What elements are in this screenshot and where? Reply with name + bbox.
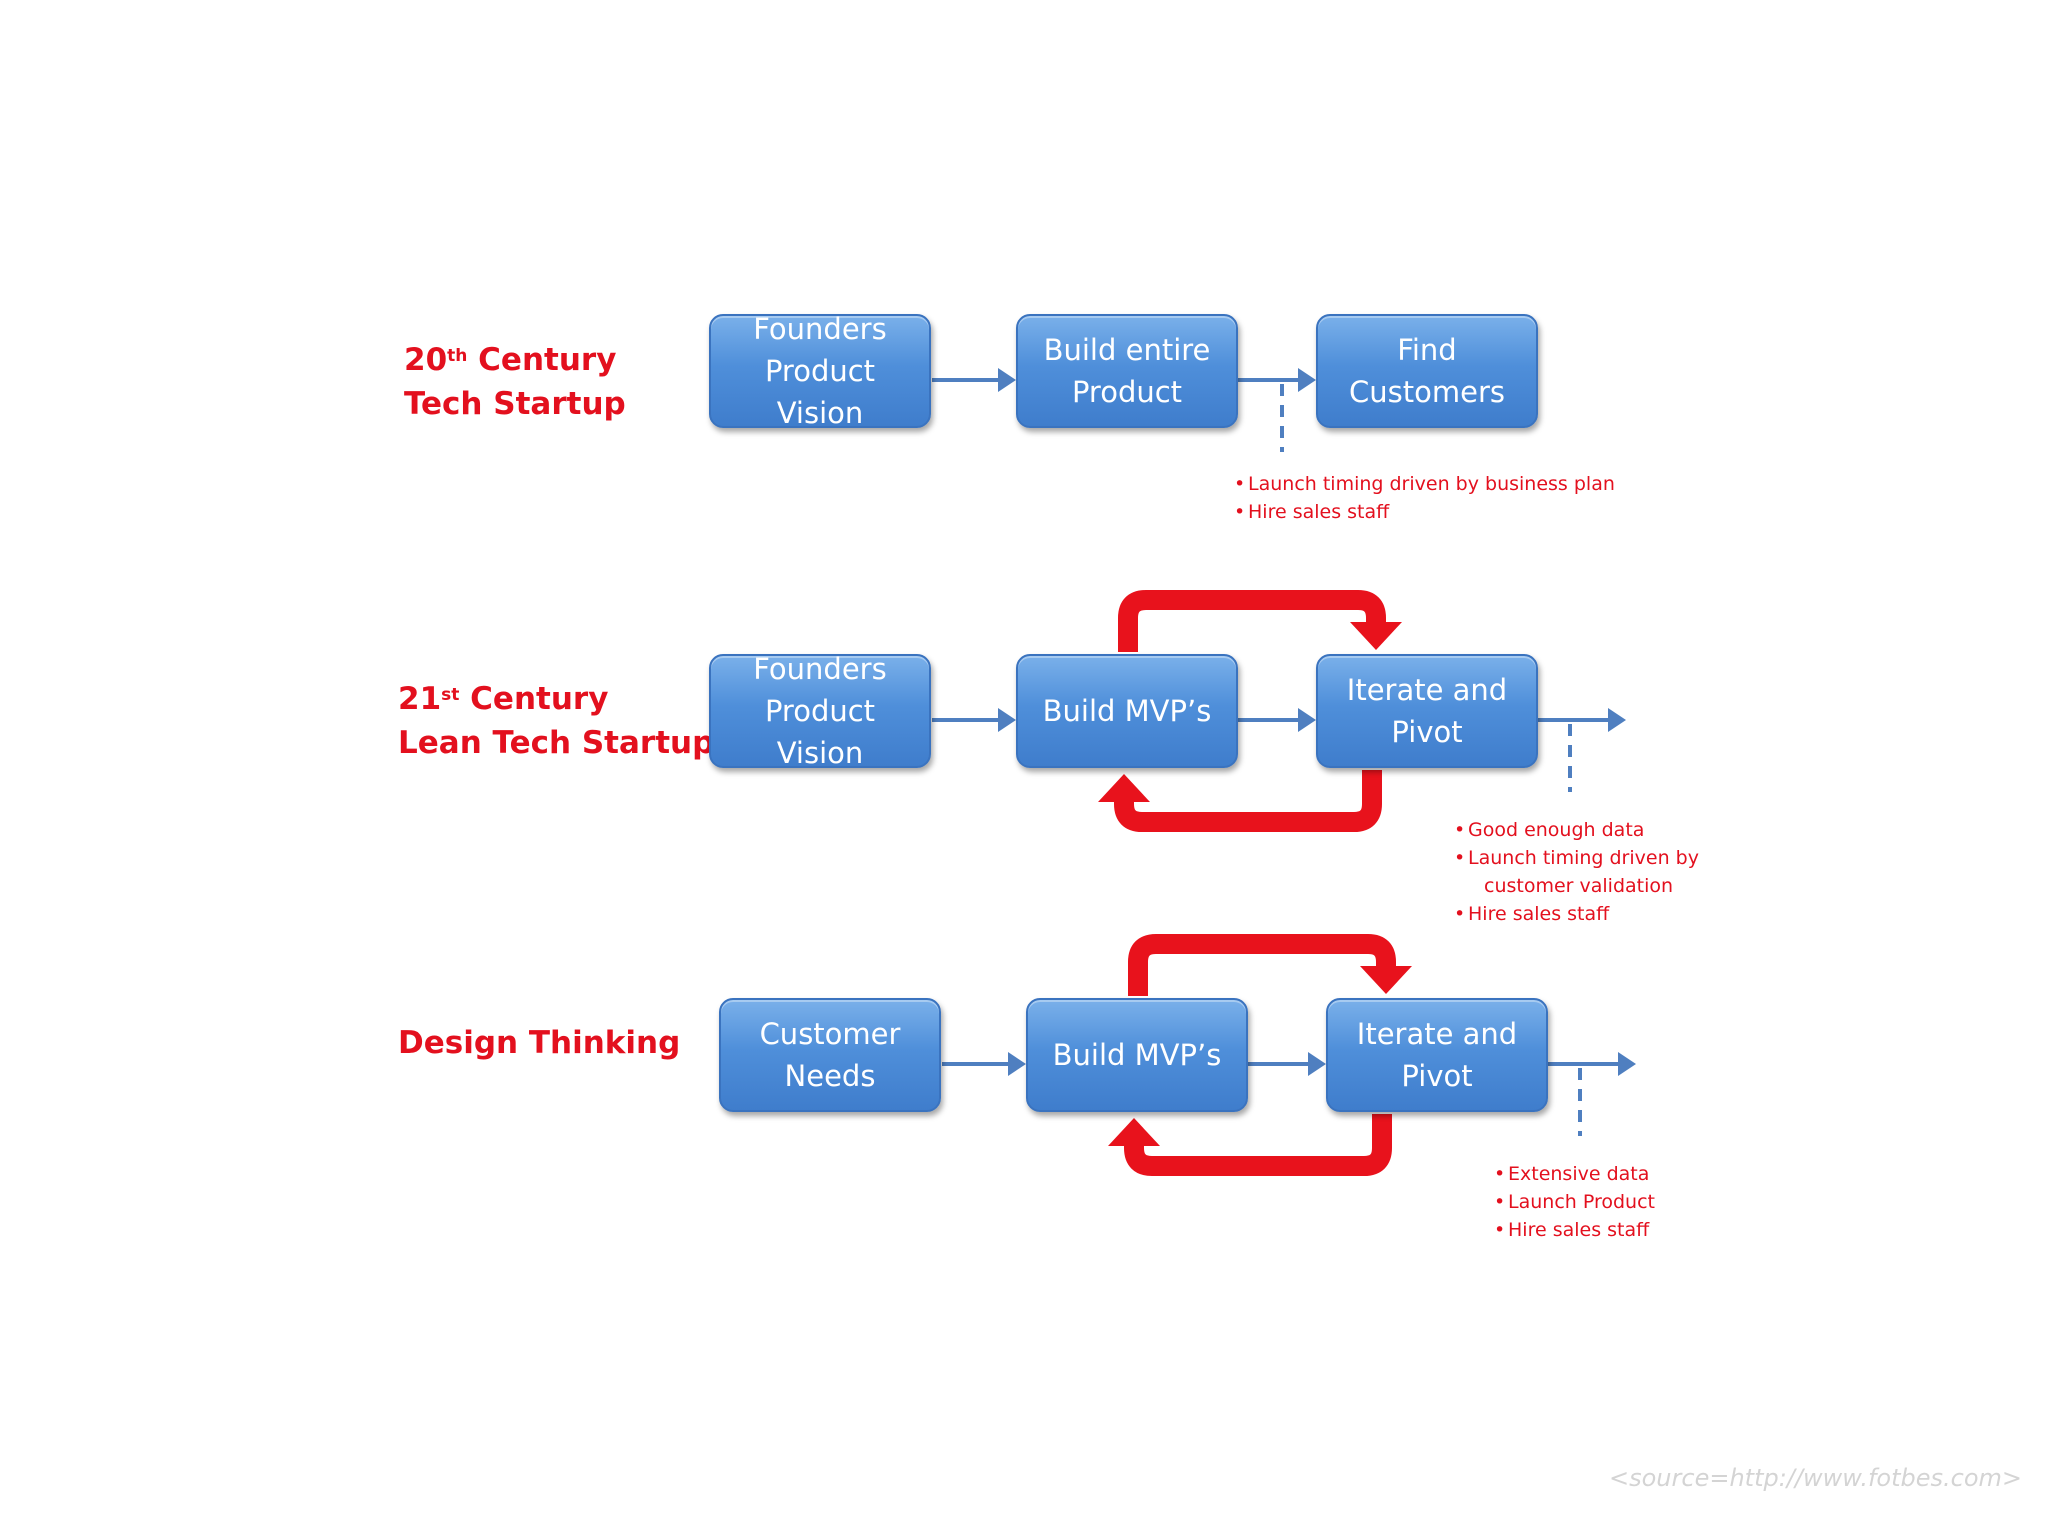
row-label-line: 20 [404, 342, 448, 378]
row-label-line: Design Thinking [398, 1025, 681, 1061]
box-text-line: Founders [753, 654, 887, 686]
loop-r2-top [1118, 590, 1386, 652]
note-item: Launch timing driven by [1454, 844, 1699, 872]
note-item: Launch timing driven by business plan [1234, 470, 1615, 498]
arrow-r3-2-head [1308, 1052, 1326, 1076]
note-item: Launch Product [1494, 1188, 1655, 1216]
box-text-line: Vision [776, 396, 864, 428]
box-customer-needs: Customer Needs [719, 998, 941, 1112]
box-text-line: Vision [776, 736, 864, 768]
arrow-r3-1-head [1008, 1052, 1026, 1076]
box-text-line: Build entire [1043, 333, 1211, 367]
box-iterate-and-pivot: Iterate and Pivot [1316, 654, 1538, 768]
box-founders-product-vision: Founders Product Vision [709, 654, 931, 768]
row-label-line: Century [467, 342, 617, 378]
box-find-customers: Find Customers [1316, 314, 1538, 428]
row-label-line: Tech Startup [404, 386, 626, 422]
loop-r2-bottom-head [1098, 774, 1150, 802]
row-label-line: Lean Tech Startup [398, 725, 715, 761]
row-label-20th-century: 20th Century Tech Startup [404, 338, 626, 426]
notes-20th-century: Launch timing driven by business plan Hi… [1234, 470, 1615, 526]
source-watermark: <source=http://www.fotbes.com> [1609, 1464, 2022, 1492]
box-text-line: Product [1071, 375, 1183, 409]
loop-r3-bottom [1124, 1114, 1392, 1176]
box-build-mvps: Build MVP’s [1026, 998, 1248, 1112]
row-label-superscript: th [447, 346, 468, 366]
box-iterate-and-pivot: Iterate and Pivot [1326, 998, 1548, 1112]
box-text-line: Product [764, 354, 876, 388]
loop-r3-top-head [1360, 966, 1412, 994]
row-label-design-thinking: Design Thinking [398, 1021, 680, 1065]
box-text-line: Product [764, 694, 876, 728]
box-text-line: Needs [784, 1059, 876, 1093]
note-item: Hire sales staff [1454, 900, 1699, 928]
arrow-r2-2-head [1298, 708, 1316, 732]
arrow-r2-1-head [998, 708, 1016, 732]
row-label-21st-century: 21st Century Lean Tech Startup [398, 677, 714, 765]
note-item: Good enough data [1454, 816, 1699, 844]
row-label-line: 21 [398, 681, 442, 717]
box-founders-product-vision: Founders Product Vision [709, 314, 931, 428]
box-text-line: Customers [1349, 375, 1505, 409]
box-text-line: Iterate and [1346, 673, 1508, 707]
loop-r3-top [1128, 934, 1396, 996]
box-text-line: Build MVP’s [1042, 694, 1212, 728]
box-text-line: Find [1397, 333, 1457, 367]
box-build-mvps: Build MVP’s [1016, 654, 1238, 768]
row-label-superscript: st [441, 685, 460, 705]
box-text-line: Pivot [1401, 1059, 1473, 1093]
box-text-line: Build MVP’s [1052, 1038, 1222, 1072]
notes-21st-century: Good enough data Launch timing driven by… [1454, 816, 1699, 928]
box-text-line: Pivot [1391, 715, 1463, 749]
loop-r2-top-head [1350, 622, 1402, 650]
arrow-r1-2-head [1298, 368, 1316, 392]
arrow-r1-1-head [998, 368, 1016, 392]
arrow-r3-out-head [1618, 1052, 1636, 1076]
row-label-line: Century [459, 681, 609, 717]
box-text-line: Founders [753, 314, 887, 346]
loop-r3-bottom-head [1108, 1118, 1160, 1146]
arrow-r2-out-head [1608, 708, 1626, 732]
note-item: Hire sales staff [1234, 498, 1615, 526]
box-text-line: Customer [759, 1017, 901, 1051]
box-text-line: Iterate and [1356, 1017, 1518, 1051]
notes-design-thinking: Extensive data Launch Product Hire sales… [1494, 1160, 1655, 1244]
loop-r2-bottom [1114, 770, 1382, 832]
note-item: customer validation [1484, 875, 1674, 897]
note-item: Hire sales staff [1494, 1216, 1655, 1244]
box-build-entire-product: Build entire Product [1016, 314, 1238, 428]
note-item: Extensive data [1494, 1160, 1655, 1188]
